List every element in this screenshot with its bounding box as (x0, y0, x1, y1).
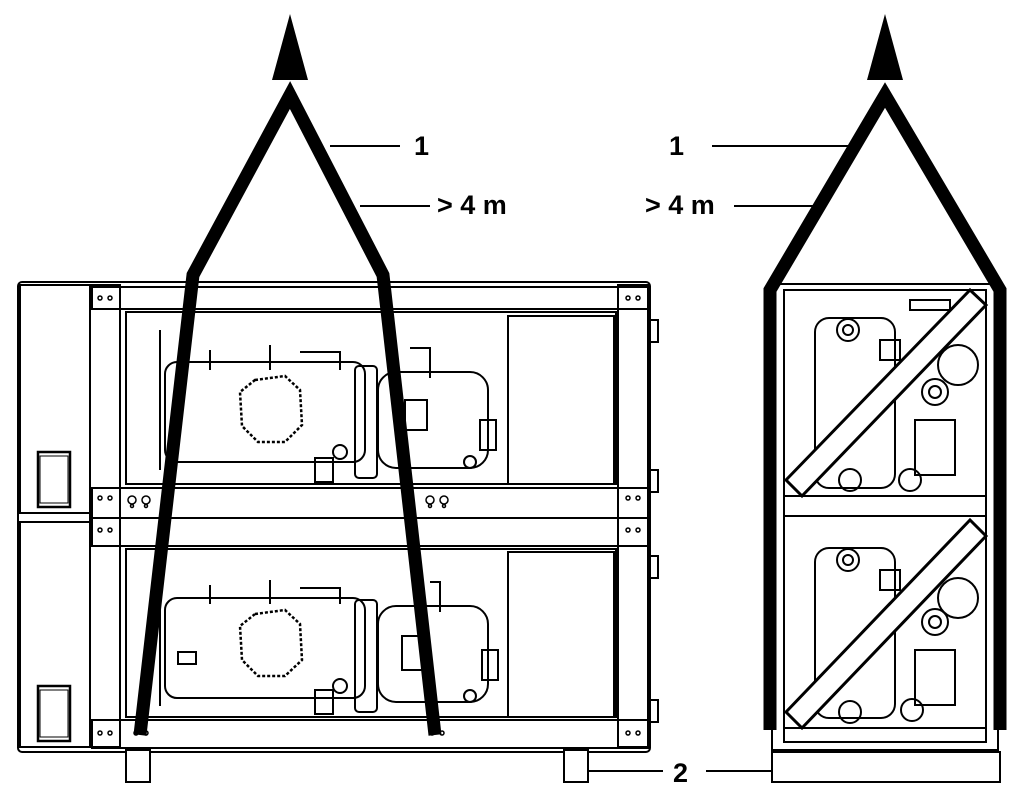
front-lifting-sling (133, 81, 442, 736)
front-view-unit (17, 281, 659, 783)
front-control-panel-lower (19, 521, 91, 748)
side-lift-arrow-icon (867, 14, 903, 80)
side-lifting-sling (763, 82, 1007, 730)
front-foot-left (125, 749, 151, 783)
front-lift-arrow-icon (272, 14, 308, 80)
front-sling-label: 1 (414, 131, 429, 161)
front-foot-right (563, 749, 589, 783)
side-brace-lower (783, 517, 989, 731)
side-length-label: > 4 m (645, 190, 715, 220)
side-sling-label: 1 (669, 131, 684, 161)
side-view-unit (771, 283, 1001, 783)
front-control-panel-upper (19, 284, 91, 514)
side-base-pallet (771, 751, 1001, 783)
front-length-label: > 4 m (437, 190, 507, 220)
side-brace-upper (783, 287, 989, 499)
base-label: 2 (673, 758, 688, 788)
